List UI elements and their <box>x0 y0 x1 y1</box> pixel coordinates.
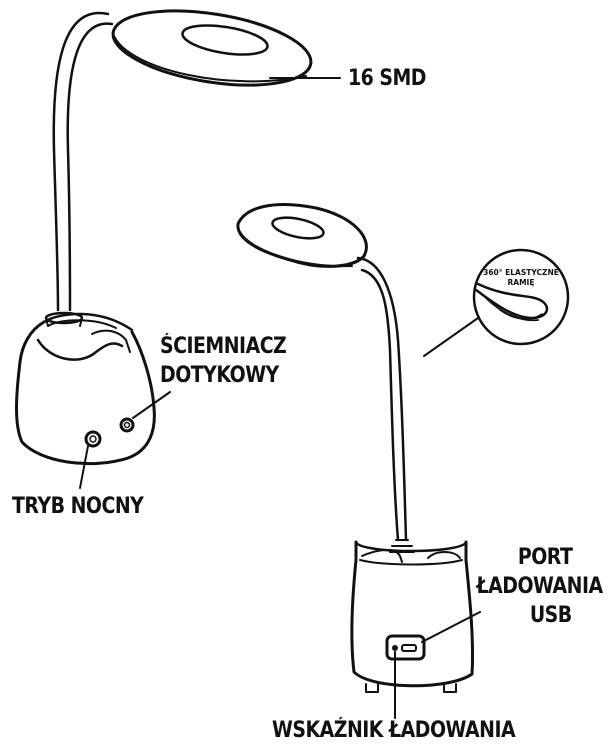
right-lamp-arm <box>356 256 415 553</box>
arm-detail-inset <box>472 248 570 346</box>
usb-port-label-line1: PORT <box>517 545 572 570</box>
night-mode-label: TRYB NOCNY <box>12 494 144 519</box>
night-mode-button <box>84 430 102 448</box>
right-lamp-head <box>236 203 368 268</box>
smd-label: 16 SMD <box>348 66 427 91</box>
left-lamp-base <box>15 311 156 466</box>
dimmer-button <box>119 417 135 433</box>
arm-detail-label-line2: RAMIĘ <box>507 278 535 287</box>
dimmer-leader-line <box>132 391 171 419</box>
arm-detail-label-line1: 360° ELASTYCZNE <box>483 268 559 277</box>
right-lamp-base <box>350 540 475 693</box>
left-lamp-head <box>111 9 313 87</box>
night-mode-leader-line <box>79 445 89 489</box>
usb-port-label-line2: ŁADOWANIA <box>476 574 604 599</box>
left-lamp-arm <box>52 11 114 312</box>
usb-leader-line <box>421 611 481 643</box>
dimmer-label-line2: DOTYKOWY <box>160 363 279 388</box>
dimmer-label-line1: ŚCIEMNIACZ <box>160 334 287 359</box>
usb-port <box>385 634 426 661</box>
left-lamp <box>15 9 341 489</box>
right-lamp <box>236 203 481 719</box>
charging-indicator-label: WSKAŹNIK ŁADOWANIA <box>272 718 516 743</box>
usb-port-label-line3: USB <box>530 603 572 628</box>
charging-indicator-led <box>392 645 398 651</box>
arm-leader-line <box>423 317 479 357</box>
